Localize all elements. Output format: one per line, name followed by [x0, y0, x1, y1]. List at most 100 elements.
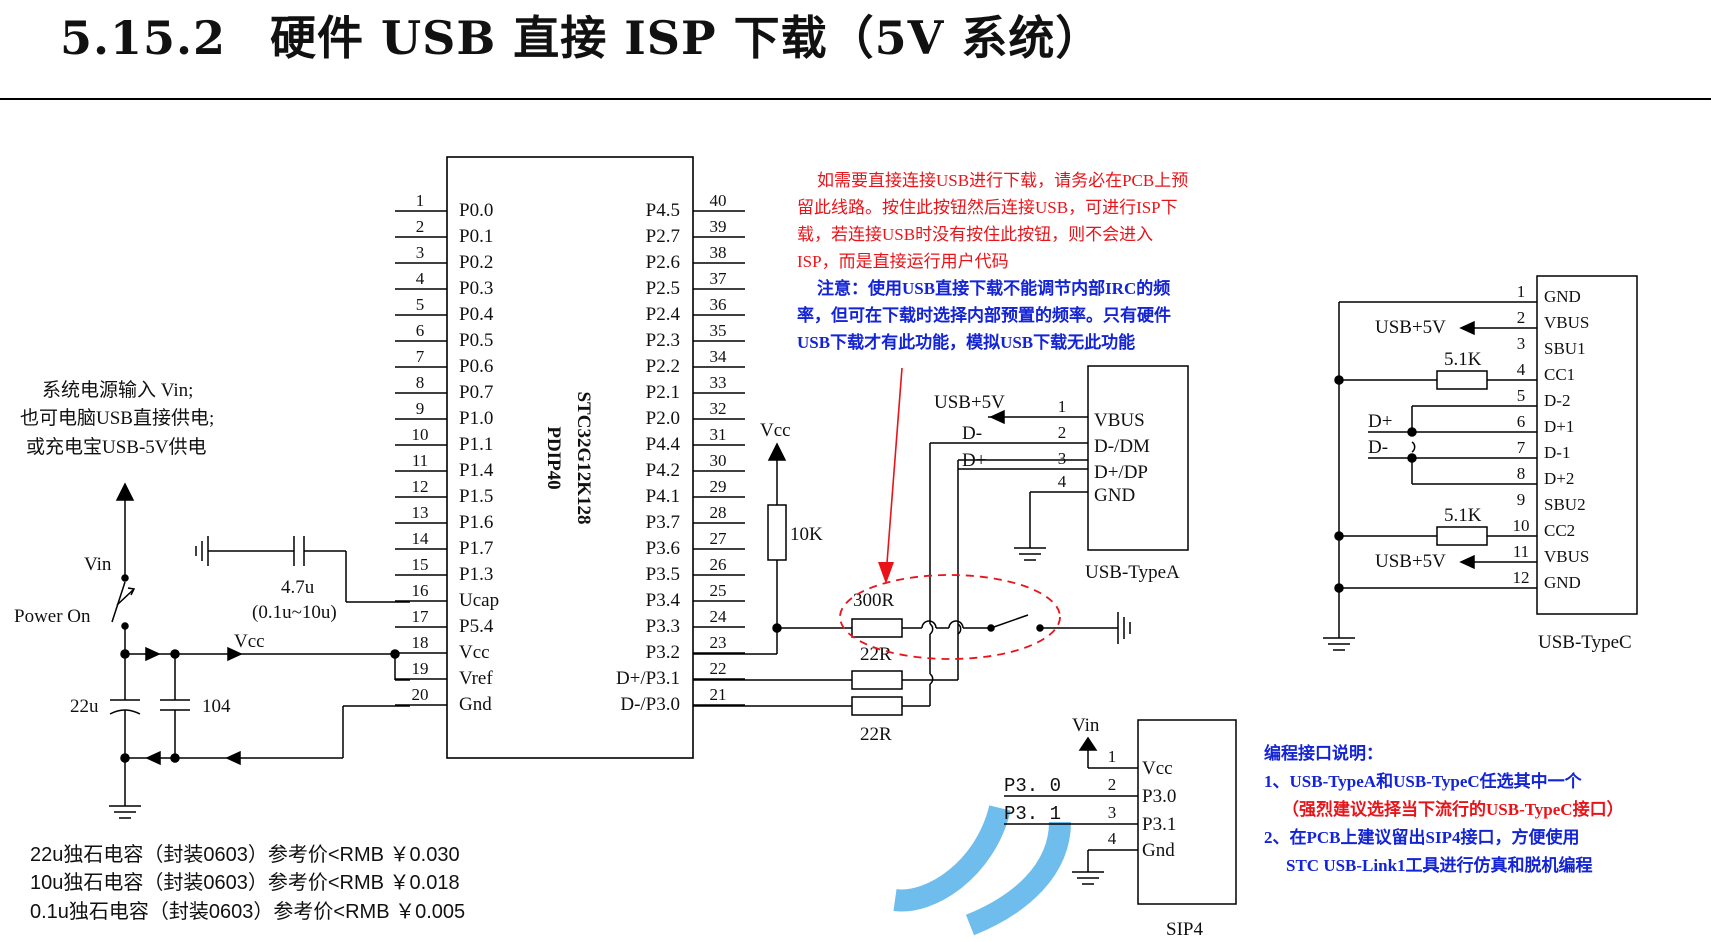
typec-pin-number: 12	[1513, 568, 1530, 587]
bom-line-1: 22u独石电容（封装0603）参考价<RMB ￥0.030	[30, 844, 460, 866]
typec-dm-label: D-	[1368, 437, 1388, 458]
chip-pin-number: 9	[416, 399, 425, 418]
sip4-pin-number: 3	[1108, 803, 1117, 822]
usb-typec-title: USB-TypeC	[1538, 632, 1632, 653]
chip-pin-name: Ucap	[459, 590, 499, 611]
usb-typec-circuit	[1323, 275, 1638, 651]
typec-pin-number: 6	[1517, 412, 1526, 431]
typec-pin-name: D+2	[1544, 469, 1574, 488]
chip-pin-number: 13	[412, 503, 429, 522]
bom-line-2: 10u独石电容（封装0603）参考价<RMB ￥0.018	[30, 872, 460, 894]
vcc-label-left: Vcc	[234, 631, 265, 652]
vcc-label-right: Vcc	[760, 420, 791, 441]
chip-pin-number: 38	[710, 243, 727, 262]
sip4-p31-label: P3. 1	[1004, 803, 1061, 825]
sip4-circuit	[1004, 719, 1237, 905]
r-22r-a-label: 22R	[860, 644, 892, 665]
typea-pin-name: D+/DP	[1094, 462, 1148, 483]
chip-pin-name: P1.1	[459, 434, 493, 455]
power-on-label: Power On	[14, 606, 91, 627]
r-300r-label: 300R	[853, 590, 895, 611]
chip-pin-number: 7	[416, 347, 425, 366]
button-highlight	[839, 574, 1061, 660]
sip4-pin-number: 2	[1108, 775, 1117, 794]
sip4-pin-name: Gnd	[1142, 840, 1175, 861]
section-title: 硬件 USB 直接 ISP 下载（5V 系统）	[270, 11, 1103, 65]
red-note-2: 留此线路。按住此按钮然后连接USB，可进行ISP下	[797, 198, 1178, 217]
typec-pin-name: D+1	[1544, 417, 1574, 436]
chip-pin-number: 26	[710, 555, 727, 574]
chip-pin-number: 19	[412, 659, 429, 678]
chip-pin-number: 33	[710, 373, 727, 392]
chip-pin-name: P0.7	[459, 382, 493, 403]
chip-pin-number: 22	[710, 659, 727, 678]
typec-pin-name: GND	[1544, 287, 1581, 306]
cap-22u-label: 22u	[70, 696, 99, 717]
typec-pin-name: VBUS	[1544, 313, 1589, 332]
cap-ucap-label: 4.7u	[281, 577, 315, 598]
blue-note-1: 注意：使用USB直接下载不能调节内部IRC的频	[817, 278, 1170, 298]
chip-pin-name: P0.1	[459, 226, 493, 247]
chip-pin-number: 23	[710, 633, 727, 652]
typea-pin-name: GND	[1094, 485, 1135, 506]
chip-pin-name: P1.4	[459, 460, 494, 481]
power-note-2: 也可电脑USB直接供电;	[20, 407, 214, 429]
usb-typea-title: USB-TypeA	[1085, 562, 1180, 583]
chip-pin-number: 6	[416, 321, 425, 340]
chip-pin-name: P2.0	[646, 408, 680, 429]
typec-pin-number: 11	[1513, 542, 1529, 561]
r-10k-label: 10K	[790, 524, 823, 545]
typec-r1-label: 5.1K	[1444, 349, 1482, 370]
chip-pin-name: P1.0	[459, 408, 493, 429]
chip-pin-number: 36	[710, 295, 727, 314]
prog-note-line1: 1、USB-TypeA和USB-TypeC任选其中一个	[1264, 771, 1583, 791]
chip-pin-name: P1.6	[459, 512, 493, 533]
typec-pin-number: 9	[1517, 490, 1526, 509]
chip-pin-number: 28	[710, 503, 727, 522]
chip-pin-name: P4.2	[646, 460, 680, 481]
chip-pin-name: P1.3	[459, 564, 493, 585]
chip-pin-number: 16	[412, 581, 429, 600]
typec-pin-name: SBU1	[1544, 339, 1586, 358]
sip4-p30-label: P3. 0	[1004, 775, 1061, 797]
chip-pin-name: P5.4	[459, 616, 494, 637]
typec-pin-number: 8	[1517, 464, 1526, 483]
chip-pin-name: D-/P3.0	[620, 694, 680, 715]
typec-pin-number: 10	[1513, 516, 1530, 535]
bom-line-3: 0.1u独石电容（封装0603）参考价<RMB ￥0.005	[30, 901, 466, 923]
prog-note-title: 编程接口说明：	[1264, 743, 1383, 763]
chip-pin-name: P0.6	[459, 356, 493, 377]
chip-pin-number: 15	[412, 555, 429, 574]
chip-pin-number: 20	[412, 685, 429, 704]
chip-pin-number: 35	[710, 321, 727, 340]
chip-pin-name: D+/P3.1	[616, 668, 680, 689]
chip-pin-number: 11	[412, 451, 428, 470]
chip-pin-number: 3	[416, 243, 425, 262]
chip-pin-name: P3.7	[646, 512, 680, 533]
sip4-pin-name: P3.0	[1142, 786, 1176, 807]
chip-pin-number: 39	[710, 217, 727, 236]
watermark-logo	[893, 805, 1071, 936]
d-minus-label: D-	[962, 423, 982, 444]
typec-pin-number: 5	[1517, 386, 1526, 405]
chip-pin-name: P0.0	[459, 200, 493, 221]
typea-pin-number: 4	[1058, 472, 1067, 491]
chip-pin-name: Vref	[459, 668, 493, 689]
red-note-3: 载，若连接USB时没有按住此按钮，则不会进入	[797, 225, 1153, 244]
chip-right-pins: 40P4.539P2.738P2.637P2.536P2.435P2.334P2…	[616, 191, 745, 715]
vin-label: Vin	[84, 554, 112, 575]
prog-note-line4: STC USB-Link1工具进行仿真和脱机编程	[1286, 855, 1593, 875]
power-note-1: 系统电源输入 Vin;	[42, 379, 193, 401]
chip-pin-number: 18	[412, 633, 429, 652]
chip-pin-number: 34	[710, 347, 728, 366]
chip-pin-number: 40	[710, 191, 727, 210]
typec-pin-name: GND	[1544, 573, 1581, 592]
chip-pin-number: 12	[412, 477, 429, 496]
sip4-title: SIP4	[1166, 919, 1203, 940]
chip-pin-number: 25	[710, 581, 727, 600]
typec-pin-name: SBU2	[1544, 495, 1586, 514]
usb-circuit	[693, 365, 1189, 716]
chip-pin-number: 8	[416, 373, 425, 392]
